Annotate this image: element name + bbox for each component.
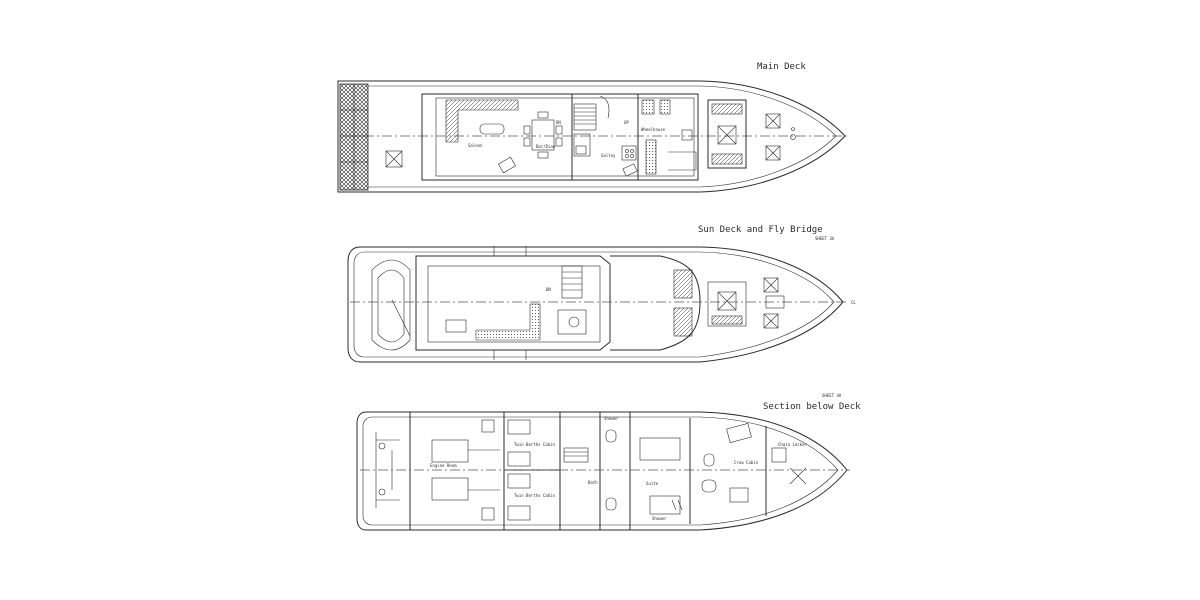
below-deck-title: Section below Deck bbox=[763, 402, 861, 412]
sun-deck-centerline-label: CL bbox=[851, 300, 856, 305]
sun-deck-plan bbox=[347, 246, 848, 363]
below-deck-sheet-number: SHEET 4A bbox=[822, 393, 842, 398]
below-deck-room-engine: Engine Room bbox=[430, 463, 457, 468]
below-deck-room-cabin-2: Twin Berths Cabin bbox=[514, 493, 556, 498]
main-deck-plan bbox=[337, 80, 848, 193]
main-deck-room-saloon: Saloon bbox=[468, 143, 483, 148]
flybridge-seating bbox=[475, 303, 541, 341]
main-deck-room-bar: Bar/Dine bbox=[536, 144, 556, 149]
below-deck-room-chain: Chain Locker bbox=[778, 442, 807, 447]
sun-deck-title: Sun Deck and Fly Bridge bbox=[698, 225, 823, 235]
tender-dinghy bbox=[371, 259, 411, 351]
below-deck-room-bath: Bath bbox=[588, 480, 598, 485]
main-deck-label-dn: DN bbox=[556, 120, 561, 125]
below-deck-room-crew: Crew Cabin bbox=[734, 460, 759, 465]
main-deck-title: Main Deck bbox=[757, 62, 806, 72]
main-deck-room-wheelhouse: Wheelhouse bbox=[641, 127, 666, 132]
below-deck-room-shower-2: Shower bbox=[652, 516, 667, 521]
main-deck-label-up: UP bbox=[624, 120, 629, 125]
sun-deck-label-dn: DN bbox=[546, 287, 551, 292]
below-deck-room-suite: Suite bbox=[646, 481, 659, 486]
saloon-settee bbox=[445, 99, 519, 143]
below-deck-plan bbox=[356, 411, 850, 531]
main-deck-room-galley: Galley bbox=[601, 153, 616, 158]
sun-deck-sheet-number: SHEET 3A bbox=[815, 236, 835, 241]
head-toilet-aft bbox=[605, 497, 617, 511]
below-deck-room-cabin-1: Twin Berths Cabin bbox=[514, 442, 556, 447]
below-deck-room-shower-1: Shower bbox=[604, 416, 619, 421]
head-toilet-fwd bbox=[605, 429, 617, 443]
